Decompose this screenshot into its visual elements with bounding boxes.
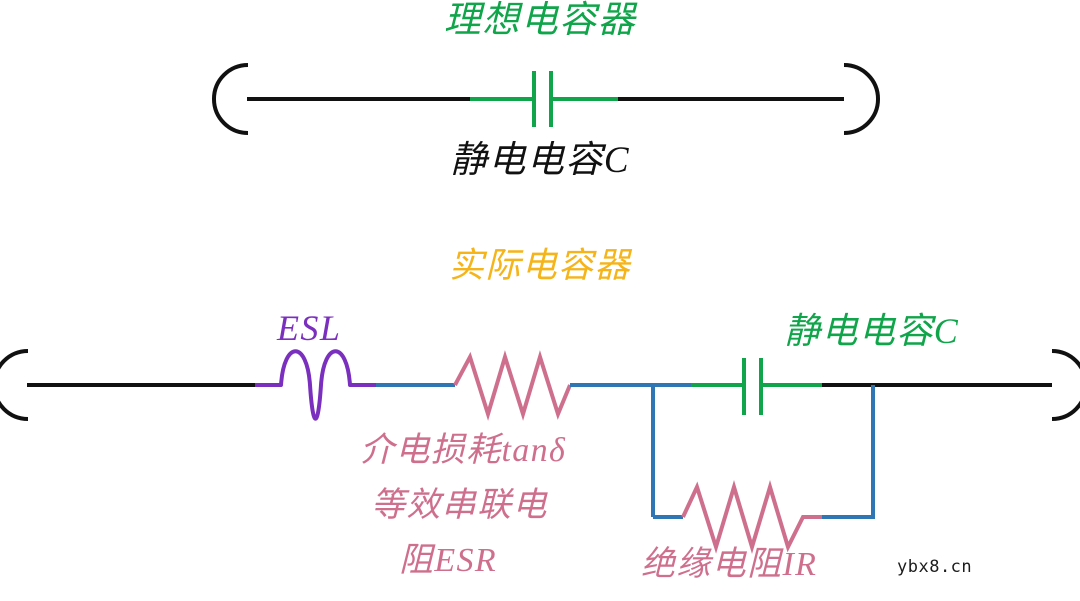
real-capacitor-title: 实际电容器 (448, 246, 631, 285)
real-capacitor-symbol-icon (742, 358, 763, 415)
static-capacitance-label: 静电电容C (784, 311, 960, 351)
esr-label-line1: 等效串联电 (371, 487, 548, 524)
resistor-ir-icon (681, 480, 822, 554)
insulation-resistance-label: 绝缘电阻IR (641, 546, 818, 583)
inductor-esl-icon (279, 349, 352, 421)
ideal-capacitor-circuit (212, 63, 880, 135)
watermark: ybx8.cn (897, 557, 973, 577)
ideal-capacitance-label: 静电电容C (449, 140, 631, 181)
capacitor-symbol-icon (532, 71, 553, 127)
real-right-terminal-arc-icon (1051, 349, 1080, 421)
real-left-terminal-arc-icon (0, 349, 29, 421)
resistor-esr-icon (453, 350, 572, 421)
right-terminal-arc-icon (843, 63, 880, 135)
left-terminal-arc-icon (212, 63, 249, 135)
ideal-capacitor-title: 理想电容器 (443, 0, 637, 41)
dielectric-loss-label: 介电损耗tanδ (360, 432, 567, 469)
esr-label-line2: 阻ESR (399, 542, 497, 579)
esl-label: ESL (277, 308, 342, 348)
